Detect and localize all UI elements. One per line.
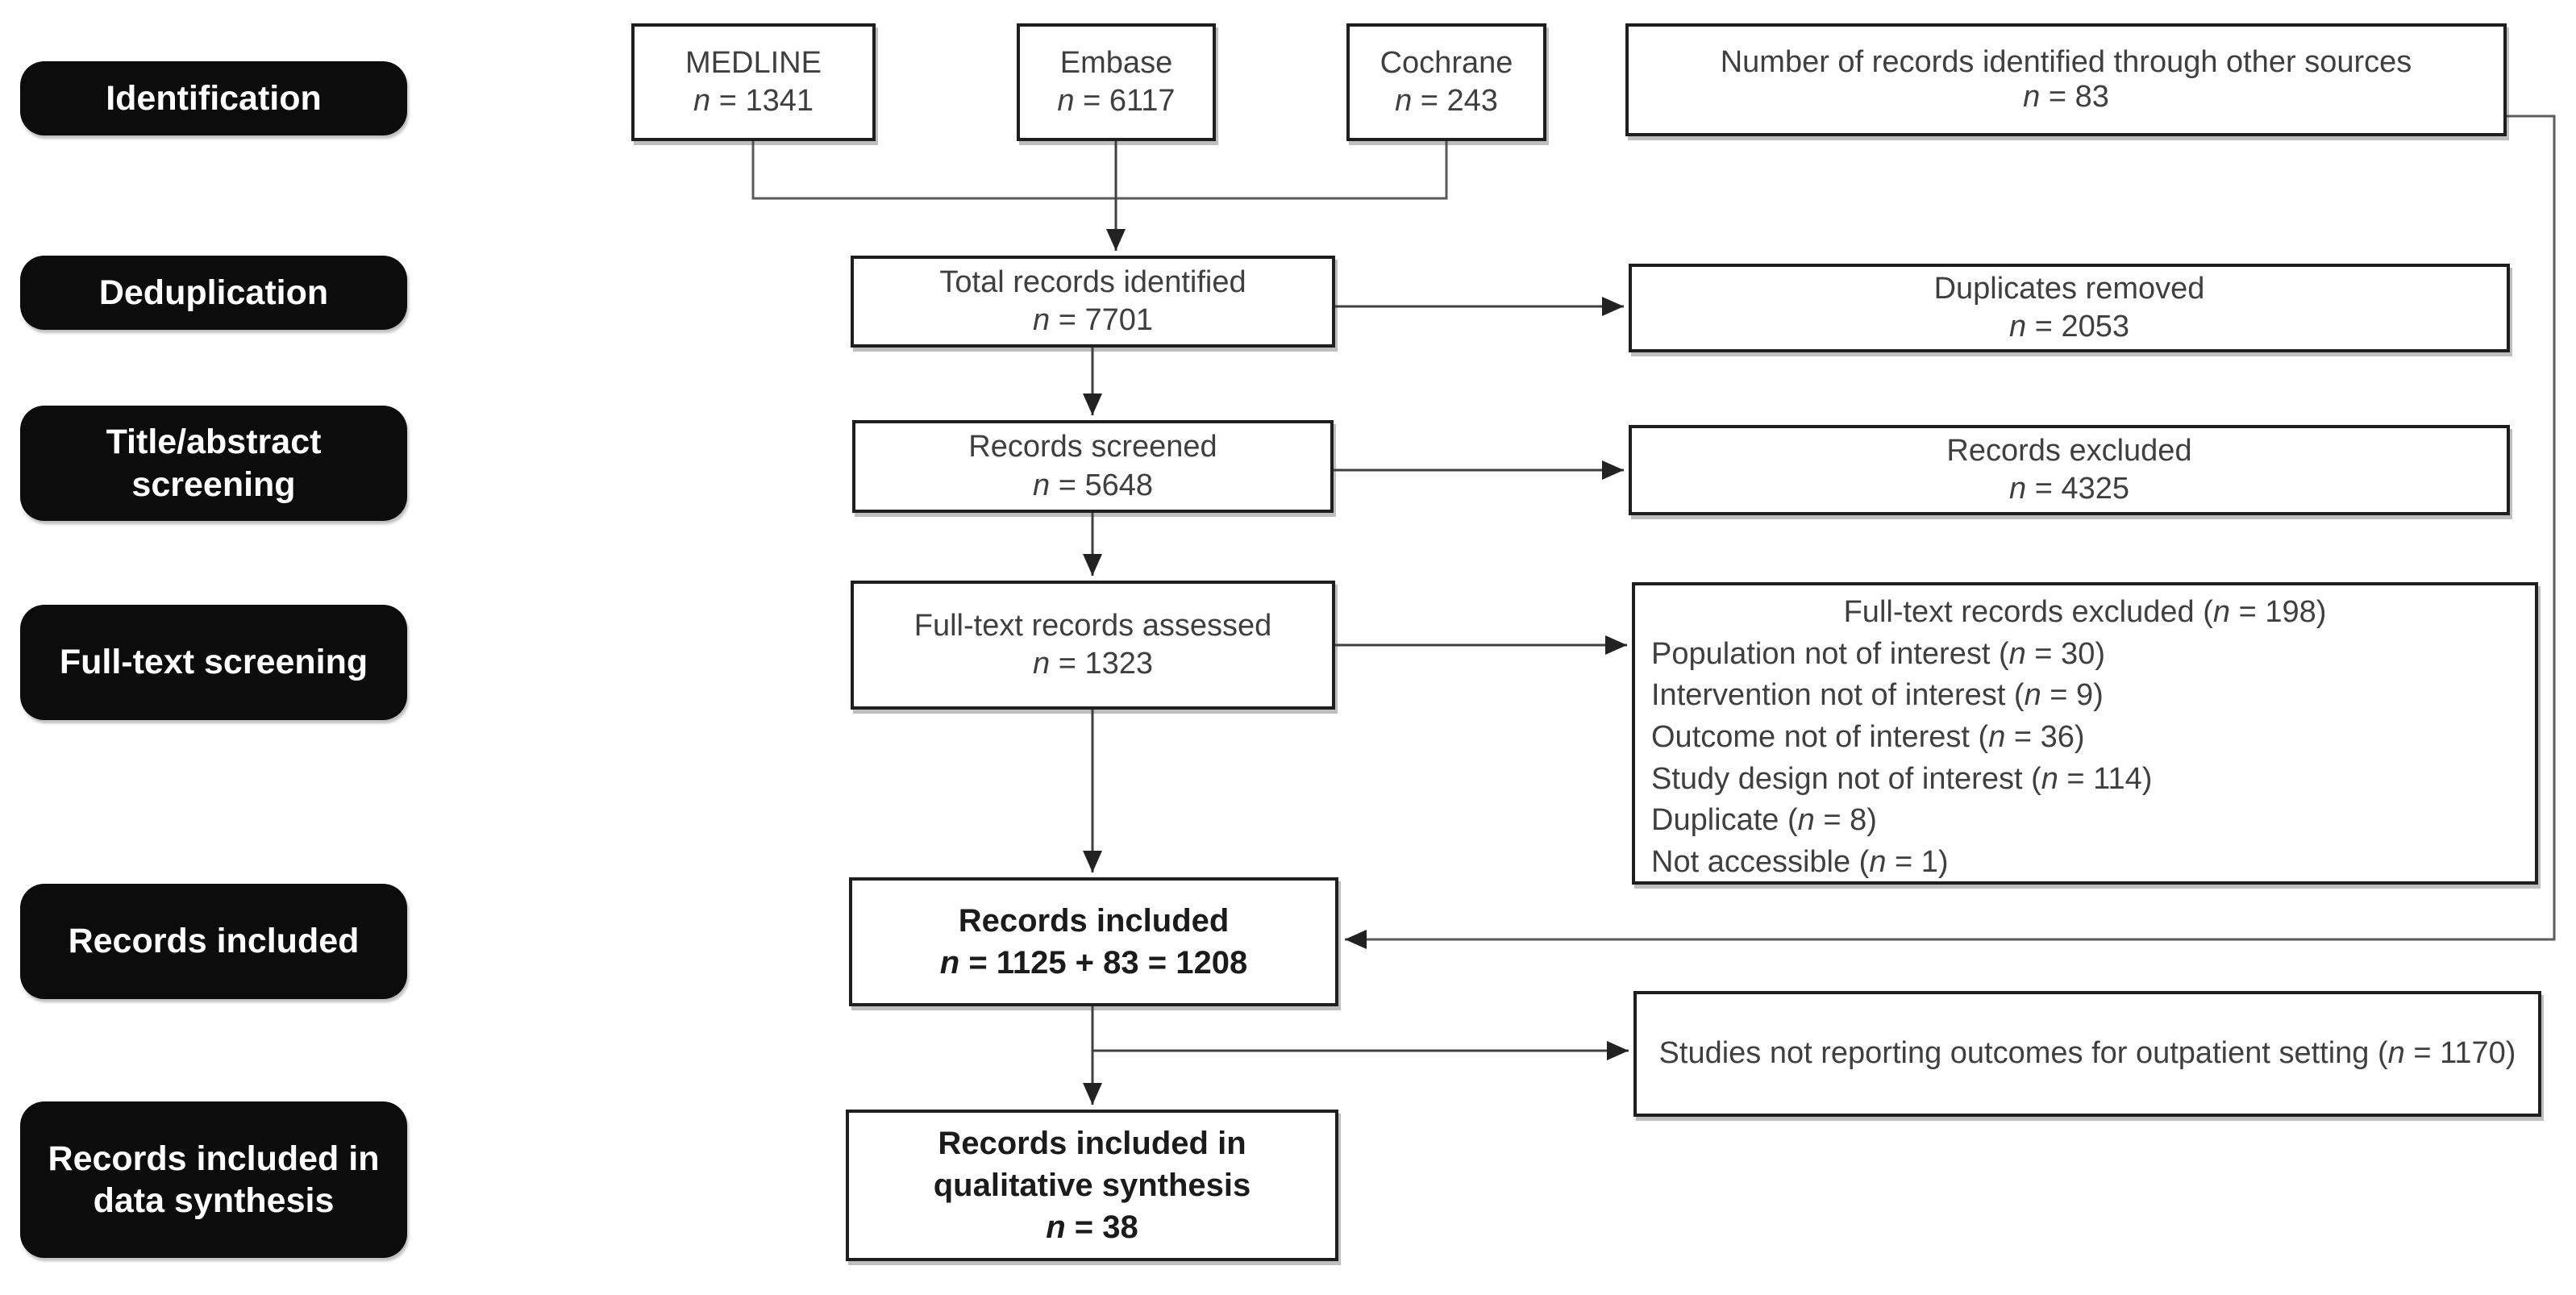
stage-label-records-included: Records included [20, 884, 407, 999]
box-n-value: n = 1323 [1033, 647, 1153, 681]
box-total-identified: Total records identified n = 7701 [851, 256, 1335, 348]
box-n-value: n = 243 [1395, 84, 1498, 118]
stage-label-text: Title/abstract screening [106, 423, 322, 504]
box-medline: MEDLINE n = 1341 [631, 23, 876, 141]
stage-label-text: Records included [68, 922, 360, 961]
box-fulltext-excluded: Full-text records excluded (n = 198) Pop… [1632, 582, 2538, 885]
list-item: Duplicate (n = 8) [1651, 803, 1877, 838]
box-title: Full-text records assessed [913, 608, 1272, 643]
box-n-value: n = 1341 [693, 84, 814, 118]
box-records-included: Records included n = 1125 + 83 = 1208 [849, 877, 1338, 1006]
box-n-value: n = 1125 + 83 = 1208 [939, 945, 1248, 981]
box-records-excluded: Records excluded n = 4325 [1629, 425, 2510, 515]
stage-label-text: Identification [106, 78, 322, 118]
stage-label-text: Records included in data synthesis [48, 1139, 380, 1220]
exclusion-reasons-list: Population not of interest (n = 30) Inter… [1651, 634, 2519, 884]
box-title: Records excluded [1946, 433, 2192, 468]
box-title: Total records identified [939, 264, 1246, 299]
box-title: Full-text records excluded (n = 198) [1843, 595, 2327, 629]
list-item: Population not of interest (n = 30) [1651, 636, 2105, 671]
box-records-screened: Records screened n = 5648 [852, 420, 1334, 513]
box-n-value: n = 5648 [1033, 468, 1153, 502]
box-qualitative-synthesis: Records included in qualitative synthesi… [846, 1110, 1338, 1261]
list-item: Not accessible (n = 1) [1651, 845, 1949, 880]
box-n-value: n = 83 [2023, 80, 2109, 114]
box-title: Records included in qualitative synthesi… [933, 1126, 1251, 1203]
box-other-sources: Number of records identified through oth… [1625, 23, 2507, 136]
box-title: Embase [1059, 45, 1173, 80]
list-item: Outcome not of interest (n = 36) [1651, 720, 2085, 755]
box-n-value: n = 4325 [2009, 472, 2129, 506]
box-cochrane: Cochrane n = 243 [1346, 23, 1546, 141]
box-title: Studies not reporting outcomes for outpa… [1658, 1036, 2516, 1071]
box-title: Records included [958, 903, 1230, 939]
box-embase: Embase n = 6117 [1017, 23, 1216, 141]
box-n-value: n = 6117 [1057, 84, 1176, 118]
box-n-value: n = 38 [1046, 1210, 1138, 1245]
box-n-value: n = 7701 [1033, 303, 1153, 337]
box-title: Records screened [968, 430, 1217, 464]
box-studies-not-reporting: Studies not reporting outcomes for outpa… [1633, 991, 2541, 1117]
box-title: Cochrane [1380, 45, 1513, 80]
box-fulltext-assessed: Full-text records assessed n = 1323 [851, 581, 1335, 710]
box-title: Duplicates removed [1933, 271, 2205, 306]
stage-label-deduplication: Deduplication [20, 256, 407, 330]
stage-label-full-text-screening: Full-text screening [20, 605, 407, 720]
box-title: MEDLINE [685, 45, 822, 80]
list-item: Study design not of interest (n = 114) [1651, 761, 2153, 796]
box-duplicates-removed: Duplicates removed n = 2053 [1629, 264, 2510, 352]
stage-label-identification: Identification [20, 61, 407, 135]
stage-label-text: Full-text screening [59, 643, 368, 682]
list-item: Intervention not of interest (n = 9) [1651, 678, 2104, 713]
stage-label-text: Deduplication [98, 273, 329, 312]
stage-label-title-abstract-screening: Title/abstract screening [20, 406, 407, 521]
box-title: Number of records identified through oth… [1720, 44, 2412, 79]
stage-label-records-included-data-synthesis: Records included in data synthesis [20, 1101, 407, 1258]
box-n-value: n = 2053 [2009, 310, 2129, 344]
